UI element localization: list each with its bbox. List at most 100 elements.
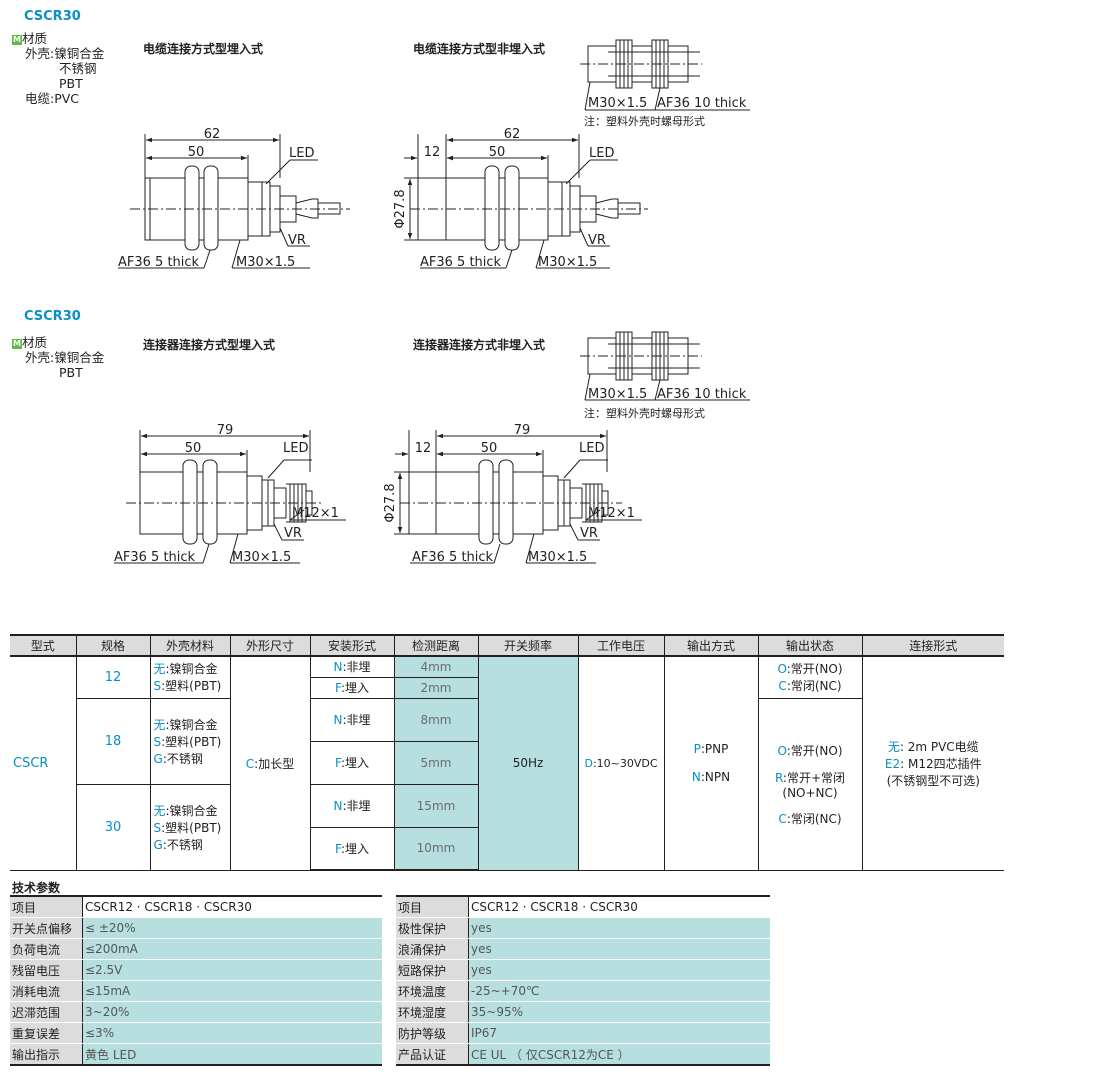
drawings-svg: M30×1.5 AF36 10 thick 注：塑料外壳时螺母形式 62 50 … bbox=[114, 39, 750, 565]
material-badge-icon: M bbox=[12, 35, 22, 45]
material-cell: 无:镍铜合金 S:塑料(PBT) G:不锈钢 bbox=[149, 783, 231, 871]
vr-label: VR bbox=[284, 526, 302, 541]
dim-body: 50 bbox=[489, 145, 506, 160]
distance-cell: 15mm bbox=[393, 783, 479, 828]
material-stainless: 不锈钢 bbox=[59, 61, 97, 76]
spec-value: yes bbox=[468, 959, 770, 981]
thread-label: M30×1.5 bbox=[538, 255, 597, 270]
distance-cell: 2mm bbox=[393, 676, 479, 699]
spec-value: 35~95% bbox=[468, 1001, 770, 1023]
spec-key: 极性保护 bbox=[396, 917, 469, 939]
sensor-drawing-2-right bbox=[394, 430, 642, 564]
section1-material-block: M材质 外壳:镍铜合金 不锈钢 PBT 电缆:PVC bbox=[12, 31, 104, 106]
spec-row: 重复误差≤3% bbox=[10, 1022, 382, 1044]
connector-label: M12×1 bbox=[292, 506, 339, 521]
voltage-cell: D:10~30VDC bbox=[577, 655, 665, 871]
nut2-note: 注：塑料外壳时螺母形式 bbox=[584, 406, 705, 420]
spec-key: 防护等级 bbox=[396, 1022, 469, 1044]
led-label: LED bbox=[289, 146, 314, 161]
spec-value: CE UL （ 仅CSCR12为CE ） bbox=[468, 1043, 770, 1066]
af-label: AF36 5 thick bbox=[412, 550, 494, 565]
spec-key: 产品认证 bbox=[396, 1043, 469, 1066]
spec-value: 黄色 LED bbox=[82, 1043, 382, 1066]
spec-row: 消耗电流≤15mA bbox=[10, 980, 382, 1002]
table-row: F:埋入 2mm bbox=[10, 676, 1004, 699]
diag1-right-title: 电缆连接方式型非埋入式 bbox=[413, 42, 546, 56]
spec-row: 输出指示黄色 LED bbox=[10, 1043, 382, 1066]
diag2-left-title: 连接器连接方式型埋入式 bbox=[143, 338, 276, 352]
diag2-right-title: 连接器连接方式非埋入式 bbox=[413, 338, 546, 352]
spec-value: ≤ ±20% bbox=[82, 917, 382, 939]
frequency-cell: 50Hz bbox=[477, 655, 579, 871]
spec-key: 项目 bbox=[396, 895, 469, 918]
led-label: LED bbox=[283, 441, 308, 456]
mount-cell: F:埋入 bbox=[309, 740, 395, 785]
col-header: 工作电压 bbox=[577, 634, 665, 657]
material-shell: 外壳:镍铜合金 bbox=[25, 350, 105, 365]
spec-value: CSCR12 · CSCR18 · CSCR30 bbox=[82, 895, 382, 918]
nut2-af-label: AF36 10 thick bbox=[657, 387, 747, 402]
col-header: 检测距离 bbox=[393, 634, 479, 657]
spec-key: 残留电压 bbox=[10, 959, 83, 981]
af-label: AF36 5 thick bbox=[420, 255, 502, 270]
spec-key: 消耗电流 bbox=[10, 980, 83, 1002]
spec-value: yes bbox=[468, 917, 770, 939]
sensor-drawing-1-left bbox=[118, 134, 350, 269]
output-state-cell: O:常开(NO) C:常闭(NC) bbox=[757, 655, 863, 699]
distance-cell: 10mm bbox=[393, 826, 479, 871]
dim-body: 50 bbox=[481, 441, 498, 456]
mount-cell: F:埋入 bbox=[309, 676, 395, 699]
col-header: 外壳材料 bbox=[149, 634, 231, 657]
thread-label: M30×1.5 bbox=[232, 550, 291, 565]
material-cable: 电缆:PVC bbox=[25, 91, 80, 106]
nut1-m-label: M30×1.5 bbox=[588, 96, 647, 111]
spec-row: 环境温度-25~+70℃ bbox=[396, 980, 770, 1002]
spec-key: 开关点偏移 bbox=[10, 917, 83, 939]
section1-title: CSCR30 bbox=[24, 9, 81, 24]
size-cell: 18 bbox=[75, 697, 151, 785]
size-cell: 30 bbox=[75, 783, 151, 871]
material-heading: 材质 bbox=[22, 31, 48, 46]
spec-value: -25~+70℃ bbox=[468, 980, 770, 1002]
nut1-af-label: AF36 10 thick bbox=[657, 96, 747, 111]
spec-key: 浪涌保护 bbox=[396, 938, 469, 960]
spec-key: 输出指示 bbox=[10, 1043, 83, 1066]
spec-value: ≤3% bbox=[82, 1022, 382, 1044]
spec-key: 短路保护 bbox=[396, 959, 469, 981]
col-header: 规格 bbox=[75, 634, 151, 657]
col-header: 输出方式 bbox=[663, 634, 759, 657]
spec-value: ≤200mA bbox=[82, 938, 382, 960]
vr-label: VR bbox=[288, 233, 306, 248]
dim-total: 79 bbox=[217, 423, 234, 438]
spec-key: 项目 bbox=[10, 895, 83, 918]
vr-label: VR bbox=[588, 233, 606, 248]
nut2-m-label: M30×1.5 bbox=[588, 387, 647, 402]
spec-value: ≤15mA bbox=[82, 980, 382, 1002]
material-pbt: PBT bbox=[59, 365, 83, 380]
spec-key: 环境温度 bbox=[396, 980, 469, 1002]
section2-material-block: M材质 外壳:镍铜合金 PBT bbox=[12, 335, 104, 380]
material-heading: 材质 bbox=[22, 335, 48, 350]
table-header-row: 型式 规格 外壳材料 外形尺寸 安装形式 检测距离 开关频率 工作电压 输出方式… bbox=[10, 634, 1004, 657]
table-row: CSCR 12 无:镍铜合金 S:塑料(PBT) C:加长型 N:非埋 4mm … bbox=[10, 655, 1004, 871]
af-label: AF36 5 thick bbox=[114, 550, 196, 565]
dim-diameter: Φ27.8 bbox=[383, 483, 398, 522]
material-cell: 无:镍铜合金 S:塑料(PBT) bbox=[149, 655, 231, 699]
dim-total: 79 bbox=[514, 423, 531, 438]
dim-lead: 12 bbox=[415, 441, 432, 456]
dim-total: 62 bbox=[504, 127, 521, 142]
spec-value: 3~20% bbox=[82, 1001, 382, 1023]
distance-cell: 4mm bbox=[393, 655, 479, 678]
nut1-note: 注：塑料外壳时螺母形式 bbox=[584, 114, 705, 128]
dim-body: 50 bbox=[185, 441, 202, 456]
col-header: 开关频率 bbox=[477, 634, 579, 657]
diag1-left-title: 电缆连接方式型埋入式 bbox=[143, 42, 264, 56]
led-label: LED bbox=[579, 441, 604, 456]
dim-diameter: Φ27.8 bbox=[393, 189, 408, 228]
connector-label: M12×1 bbox=[588, 506, 635, 521]
dim-body: 50 bbox=[188, 145, 205, 160]
